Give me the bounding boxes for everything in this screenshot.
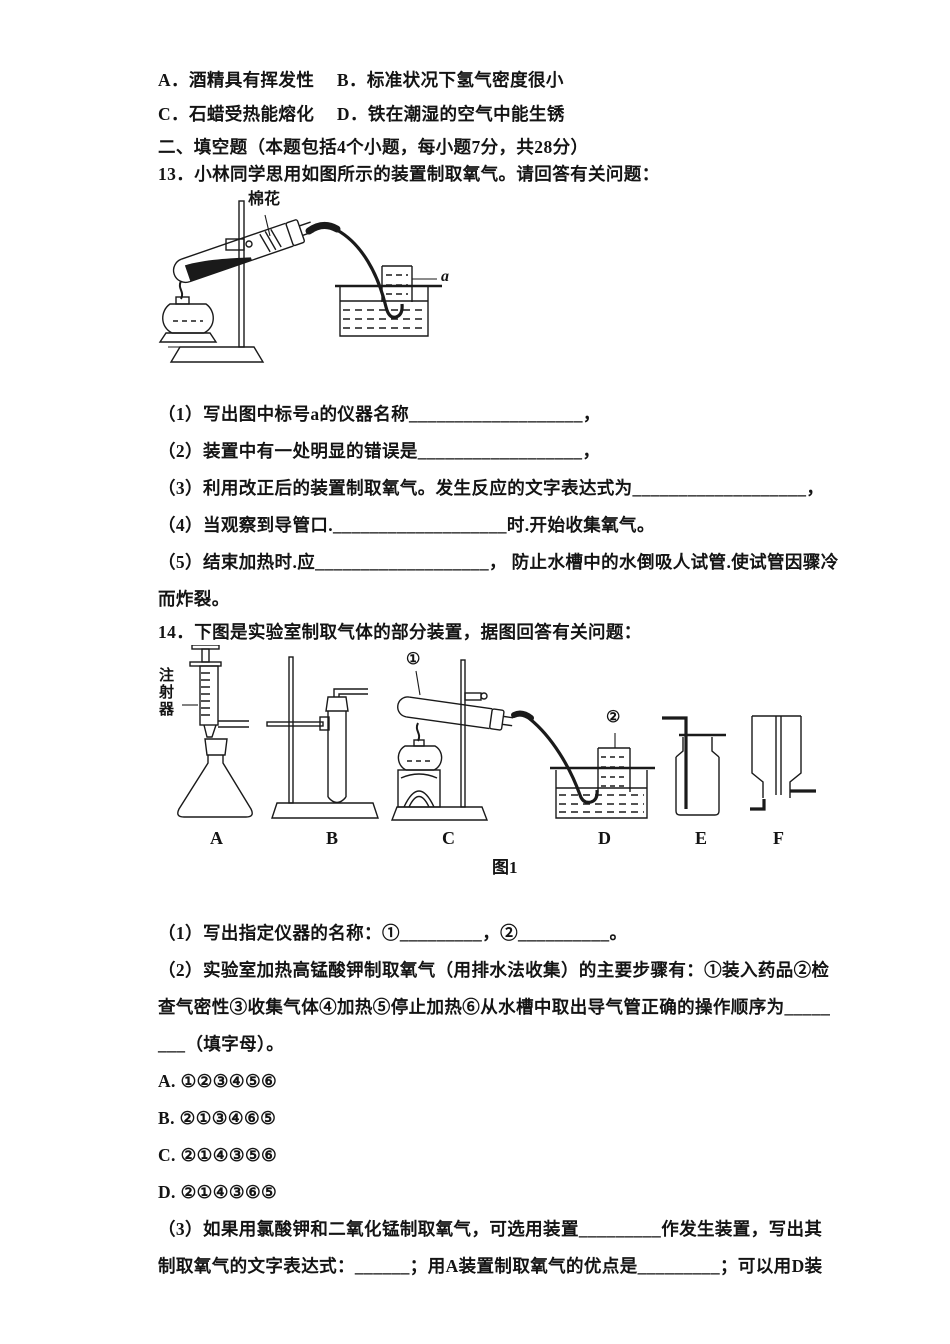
rubber-tube bbox=[511, 710, 534, 721]
apparatus-a bbox=[177, 645, 253, 818]
gas-bottle bbox=[597, 747, 631, 792]
alcohol-lamp bbox=[397, 745, 443, 771]
test-tube bbox=[327, 711, 347, 797]
delivery-tube bbox=[336, 228, 404, 319]
figure1-drawing bbox=[158, 200, 442, 363]
stand-base bbox=[271, 802, 379, 819]
label-apparatus-b: B bbox=[326, 828, 339, 848]
q13-part-5-cont: 而炸裂。 bbox=[158, 589, 230, 609]
figure2-drawing bbox=[177, 645, 816, 821]
stand-rod bbox=[288, 656, 294, 804]
apparatus-c bbox=[390, 659, 514, 821]
syringe-barrel bbox=[199, 665, 219, 726]
label-apparatus-f: F bbox=[773, 828, 784, 848]
exam-content: A．酒精具有挥发性 B．标准状况下氢气密度很小 C．石蜡受热能熔化 D．铁在潮湿… bbox=[150, 70, 840, 1276]
stopper bbox=[325, 696, 349, 712]
flame bbox=[178, 280, 184, 300]
figure2-caption: 图1 bbox=[492, 858, 518, 877]
rubber-tube bbox=[305, 222, 341, 235]
figure1-oxygen-apparatus: 棉花 a bbox=[150, 189, 480, 394]
q14-part-2-line1: （2）实验室加热高锰酸钾制取氧气（用排水法收集）的主要步骤有：①装入药品②检 bbox=[158, 960, 830, 980]
q13-part-1: （1）写出图中标号a的仪器名称___________________， bbox=[158, 404, 601, 424]
section-heading: 二、填空题（本题包括4个小题，每小题7分，共28分） bbox=[158, 137, 589, 157]
q14-part-1: （1）写出指定仪器的名称：①_________，②__________。 bbox=[158, 923, 628, 943]
apparatus-d bbox=[511, 710, 655, 819]
option-line-cd: C．石蜡受热能熔化 D．铁在潮湿的空气中能生锈 bbox=[158, 104, 565, 124]
flask-stopper bbox=[204, 738, 228, 756]
q14-choice-b: B. ②①③④⑥⑤ bbox=[158, 1108, 277, 1128]
gas-bottle bbox=[675, 757, 720, 816]
delivery-tube bbox=[662, 716, 688, 809]
delivery-tube bbox=[333, 688, 368, 697]
option-line-ab: A．酒精具有挥发性 B．标准状况下氢气密度很小 bbox=[158, 70, 564, 90]
apparatus-f bbox=[750, 715, 816, 811]
water-trough bbox=[339, 286, 429, 337]
side-tube bbox=[218, 720, 249, 728]
delivery-tube bbox=[528, 717, 599, 804]
q14-stem: 14．下图是实验室制取气体的部分装置，据图回答有关问题： bbox=[158, 622, 642, 642]
label-apparatus-c: C bbox=[442, 828, 455, 848]
stand-base bbox=[390, 806, 489, 821]
stand-rod bbox=[460, 659, 466, 808]
center-tube bbox=[775, 716, 782, 795]
apparatus-b bbox=[266, 656, 379, 819]
stand-rod bbox=[238, 200, 245, 348]
figure2-gas-apparatus-set: 注射器 ① ② A B C D E F 图1 bbox=[150, 645, 840, 903]
label-a: a bbox=[441, 268, 449, 285]
apparatus-e bbox=[662, 716, 726, 816]
syringe-label: 注射器 bbox=[157, 667, 173, 718]
q14-part-3-line1: （3）如果用氯酸钾和二氧化锰制取氧气，可选用装置_________作发生装置，写… bbox=[158, 1219, 823, 1239]
wick-holder bbox=[175, 296, 190, 305]
q14-part-3-line2: 制取氧气的文字表达式：______；用A装置制取氧气的优点是_________；… bbox=[158, 1256, 823, 1276]
flame bbox=[415, 722, 421, 742]
q14-choice-c: C. ②①④③⑤⑥ bbox=[158, 1145, 278, 1165]
q14-part-2-line2: 查气密性③收集气体④加热⑤停止加热⑥从水槽中取出导气管正确的操作顺序为_____ bbox=[158, 997, 831, 1017]
q13-part-3: （3）利用改正后的装置制取氧气。发生反应的文字表达式为_____________… bbox=[158, 478, 825, 498]
label-apparatus-d: D bbox=[598, 828, 611, 848]
alcohol-lamp bbox=[162, 303, 214, 334]
q13-part-2: （2）装置中有一处明显的错误是__________________， bbox=[158, 441, 601, 461]
cotton-hatch bbox=[259, 229, 282, 253]
wood-block bbox=[397, 769, 441, 808]
label-apparatus-a: A bbox=[210, 828, 223, 848]
stand-base bbox=[169, 346, 265, 363]
gas-bottle bbox=[381, 265, 413, 302]
q13-stem: 13．小林同学思用如图所示的装置制取氧气。请回答有关问题： bbox=[158, 164, 660, 184]
water-trough bbox=[555, 770, 648, 819]
stopper bbox=[489, 708, 505, 731]
circle-2-label: ② bbox=[606, 709, 621, 726]
conical-flask bbox=[177, 755, 253, 818]
cotton-label: 棉花 bbox=[248, 191, 281, 208]
label-apparatus-e: E bbox=[695, 828, 708, 848]
q14-part-2-line3: ___（填字母）。 bbox=[158, 1034, 285, 1054]
circle-1-label: ① bbox=[406, 651, 421, 668]
stopper bbox=[285, 219, 305, 247]
q14-choice-a: A. ①②③④⑤⑥ bbox=[158, 1071, 278, 1091]
q13-part-5: （5）结束加热时.应___________________， 防止水槽中的水倒吸… bbox=[158, 552, 839, 572]
q13-part-4: （4）当观察到导管口.___________________时.开始收集氧气。 bbox=[158, 515, 655, 535]
q14-choice-d: D. ②①④③⑥⑤ bbox=[158, 1182, 278, 1202]
